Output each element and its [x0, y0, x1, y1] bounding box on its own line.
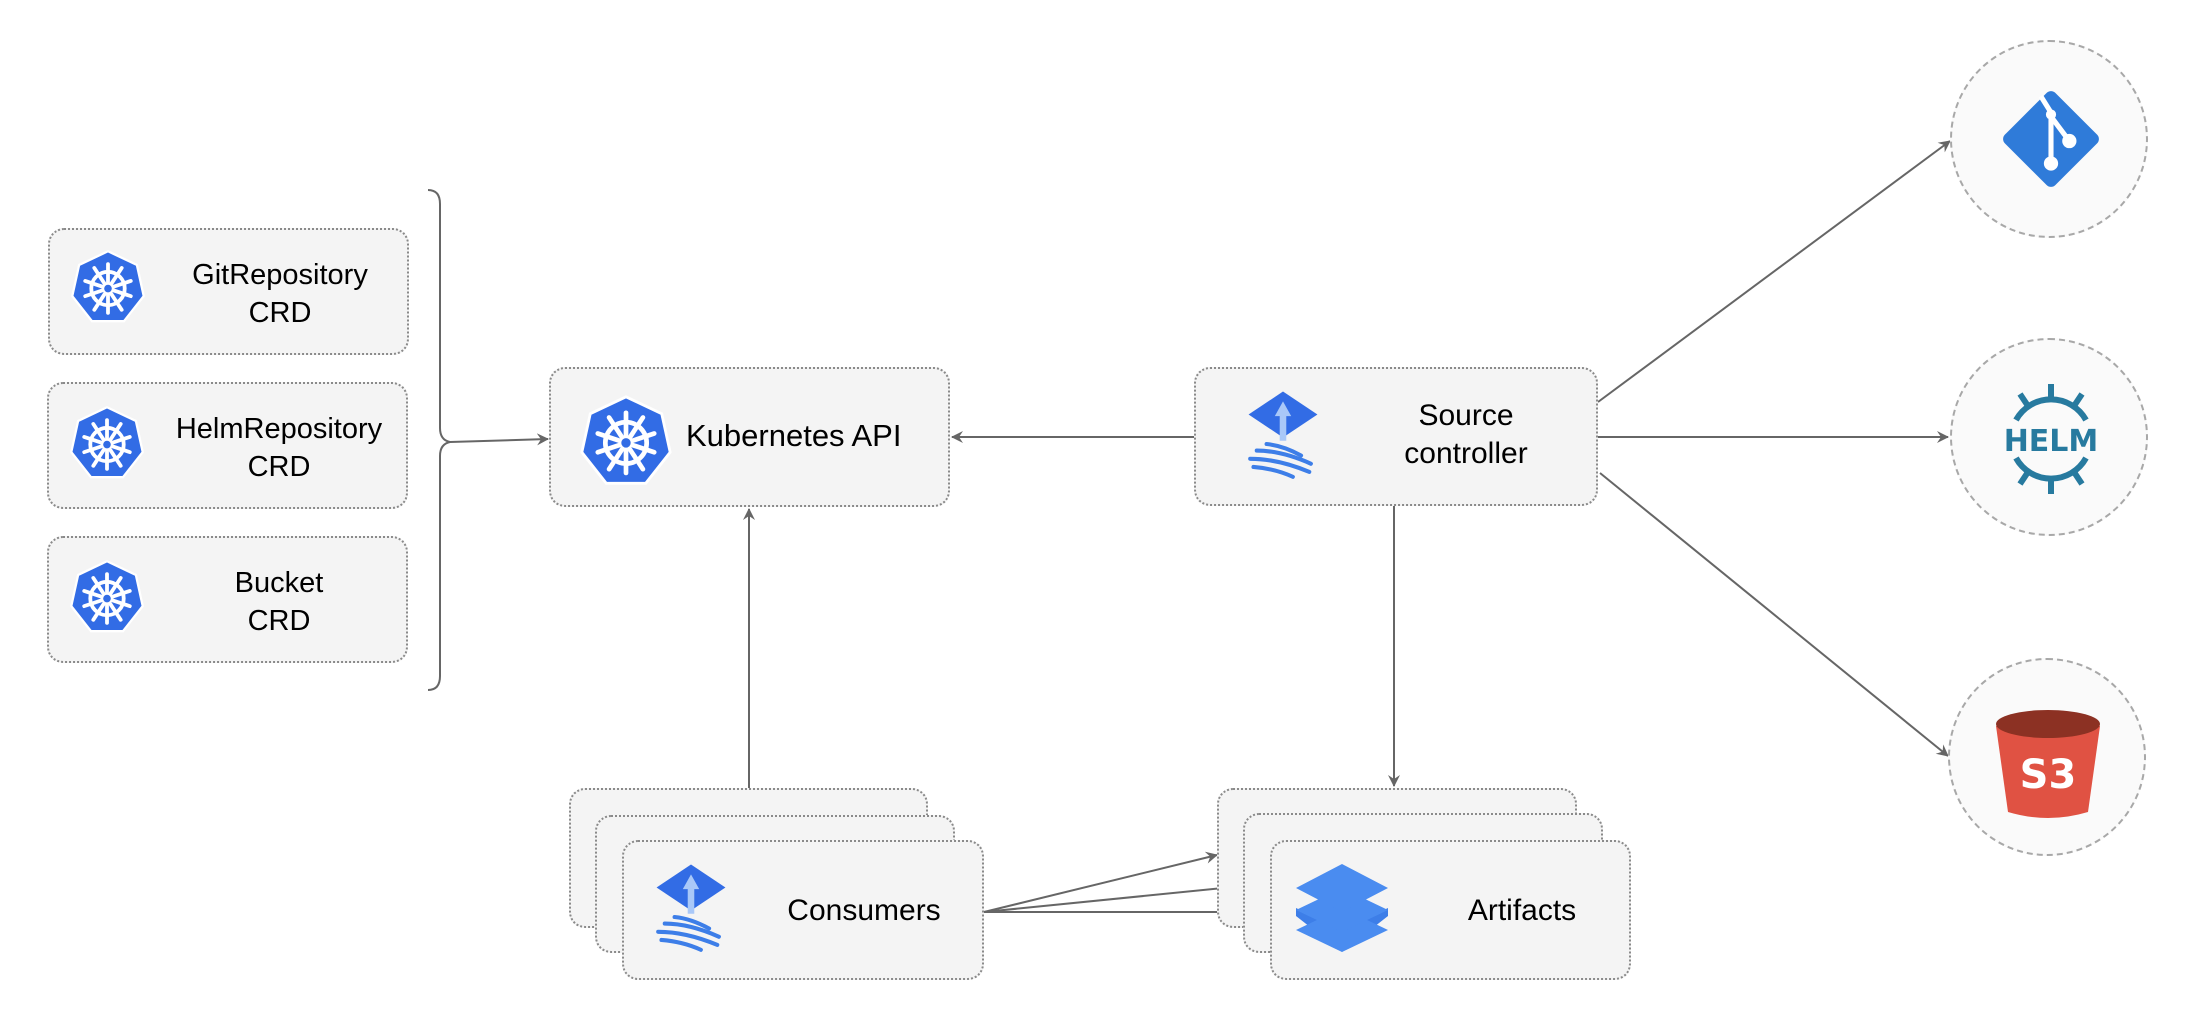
kubernetes-icon: [69, 558, 145, 636]
arrow-source-to-git: [1597, 140, 1951, 403]
s3-bucket-icon: S3: [1996, 710, 2100, 818]
arrow-crds-to-k8s: [449, 433, 549, 446]
kubernetes-api-label: Kubernetes API: [686, 418, 902, 453]
crd-kind: CRD: [247, 451, 311, 483]
helm-source-circle[interactable]: HELM: [1950, 338, 2148, 536]
artifacts-label: Artifacts: [1467, 894, 1577, 927]
crd-name: GitRepository: [192, 259, 368, 291]
flux-icon: [650, 852, 732, 964]
crd-kind: CRD: [248, 297, 312, 329]
source-controller-label-line2: controller: [1404, 437, 1528, 470]
arrow-consumers-to-artifacts-1: [983, 851, 1218, 913]
helm-icon: HELM: [2004, 384, 2099, 494]
helmrepository-crd-box[interactable]: HelmRepository CRD: [47, 382, 408, 509]
source-controller-label-line1: Source: [1418, 399, 1514, 432]
kubernetes-icon: [70, 248, 146, 326]
kubernetes-icon: [69, 404, 145, 482]
consumers-label: Consumers: [787, 894, 941, 927]
git-icon: [2003, 91, 2099, 187]
crd-brace: [427, 189, 451, 691]
bucket-crd-box[interactable]: Bucket CRD: [47, 536, 408, 663]
s3-source-circle[interactable]: S3: [1948, 658, 2146, 856]
layers-icon: [1296, 864, 1388, 952]
artifacts-box[interactable]: Artifacts: [1270, 840, 1631, 980]
consumers-box[interactable]: Consumers: [622, 840, 984, 980]
flux-icon: [1242, 379, 1324, 491]
kubernetes-icon: [579, 393, 673, 489]
arrow-source-to-s3: [1599, 472, 1949, 757]
gitrepository-crd-box[interactable]: GitRepository CRD: [48, 228, 409, 355]
source-controller-box[interactable]: Source controller: [1194, 367, 1598, 506]
kubernetes-api-box[interactable]: Kubernetes API: [549, 367, 950, 507]
s3-text: S3: [2020, 752, 2077, 798]
crd-kind: CRD: [247, 605, 311, 637]
crd-name: Bucket: [234, 567, 324, 599]
arrow-consumers-to-artifacts-2: [983, 881, 1244, 913]
helm-text: HELM: [2004, 424, 2099, 459]
crd-name: HelmRepository: [175, 413, 383, 445]
git-source-circle[interactable]: [1950, 40, 2148, 238]
